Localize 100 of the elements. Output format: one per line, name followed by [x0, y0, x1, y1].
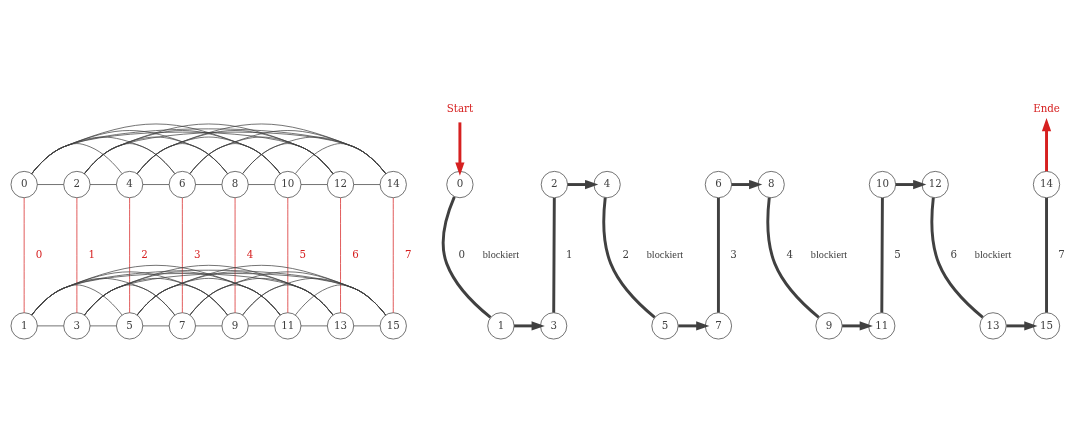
node-circle: 1 — [487, 312, 515, 340]
edge-label: 0 — [35, 248, 43, 261]
node-circle: 13 — [979, 312, 1007, 340]
connector — [340, 197, 341, 313]
connector — [602, 197, 656, 319]
node-circle: 6 — [704, 171, 732, 199]
arrow — [1041, 117, 1052, 172]
connector — [1045, 197, 1048, 313]
connector — [392, 197, 394, 313]
edge-label: 1 — [88, 248, 96, 261]
edge-label: 4 — [246, 248, 254, 261]
node-circle: 14 — [1032, 171, 1061, 199]
node-circle: 7 — [168, 312, 196, 340]
connector — [84, 273, 386, 316]
edge-label: 3 — [194, 248, 201, 261]
edge-label: 2 — [622, 248, 630, 261]
node-circle: 13 — [327, 312, 355, 340]
arrow — [895, 179, 927, 190]
connector — [31, 269, 386, 316]
connector — [300, 184, 328, 185]
edge-label: 5 — [299, 248, 307, 261]
label: blockiert — [646, 248, 684, 260]
arrow — [455, 122, 465, 176]
node-circle: 4 — [116, 171, 144, 199]
node-circle: 3 — [63, 312, 91, 340]
node-circle: 12 — [327, 171, 355, 199]
node-circle: 2 — [540, 171, 568, 199]
node-circle: 5 — [651, 312, 679, 340]
node-circle: 11 — [274, 312, 302, 340]
connector — [880, 197, 884, 313]
edge-label: 4 — [786, 248, 794, 261]
node-circle: 9 — [815, 312, 843, 340]
node-circle: 8 — [221, 171, 249, 199]
node-circle: 15 — [1032, 312, 1061, 340]
connector — [89, 184, 117, 185]
node-circle: 5 — [116, 312, 144, 340]
connector — [136, 264, 386, 316]
node-text: Start — [446, 101, 474, 114]
edge-label: 5 — [894, 248, 901, 261]
node-circle: 1 — [10, 312, 38, 340]
label: blockiert — [482, 248, 520, 260]
connector — [441, 196, 492, 319]
edge-label: 0 — [458, 248, 465, 261]
connector — [36, 325, 64, 327]
arrow — [731, 179, 763, 190]
edge-label: 2 — [141, 248, 148, 261]
node-circle: 12 — [921, 171, 949, 199]
node-circle: 0 — [446, 171, 474, 199]
connector — [295, 284, 386, 316]
edge-label: 3 — [730, 248, 737, 261]
connector — [142, 325, 170, 327]
connector — [247, 184, 275, 185]
connector — [247, 325, 275, 327]
node-circle: 0 — [10, 171, 38, 199]
arrow — [514, 321, 545, 331]
node-circle: 14 — [379, 171, 407, 199]
node-circle: 3 — [540, 312, 568, 340]
arrow — [1006, 321, 1038, 331]
connector — [189, 271, 386, 316]
connector — [84, 131, 386, 174]
node-circle: 6 — [168, 171, 196, 199]
connector — [766, 197, 820, 319]
node-circle: 9 — [221, 312, 249, 340]
edge-label: 6 — [352, 248, 359, 261]
connector — [181, 197, 183, 313]
connector — [242, 136, 386, 174]
connector — [129, 197, 130, 313]
edge-label: 7 — [1058, 248, 1065, 261]
node-circle: 2 — [63, 171, 91, 199]
node-circle: 4 — [593, 171, 621, 199]
edge-label: 6 — [950, 248, 958, 261]
connector — [31, 128, 386, 174]
edge-label: 1 — [566, 248, 573, 261]
label: blockiert — [974, 248, 1012, 260]
node-text: Ende — [1033, 101, 1060, 114]
connector — [189, 130, 386, 174]
connector — [136, 123, 386, 174]
node-circle: 10 — [868, 171, 897, 199]
connector — [287, 197, 289, 313]
node-circle: 8 — [757, 171, 785, 199]
connector — [195, 184, 223, 185]
arrow — [567, 179, 599, 190]
label: blockiert — [810, 248, 848, 260]
connector — [36, 184, 64, 185]
connector — [234, 197, 236, 313]
arrow — [678, 321, 710, 331]
connector — [89, 325, 117, 327]
node-circle: 10 — [274, 171, 302, 199]
connector — [930, 197, 984, 319]
connector — [23, 197, 25, 313]
arrow — [842, 321, 873, 331]
connector — [242, 278, 386, 316]
connector — [142, 184, 170, 185]
connector — [195, 325, 223, 327]
connector — [295, 143, 386, 174]
connector — [353, 325, 381, 327]
connector — [716, 197, 720, 313]
connector — [76, 197, 78, 313]
edge-label: 7 — [404, 248, 412, 261]
connector — [353, 184, 381, 185]
